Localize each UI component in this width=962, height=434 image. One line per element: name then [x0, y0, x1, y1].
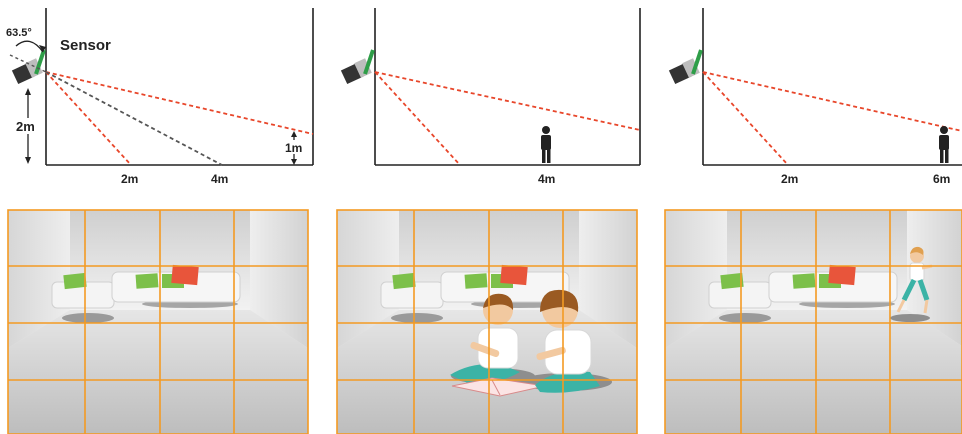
child-walking-icon [896, 246, 933, 314]
small-height-label: 1m [285, 141, 302, 155]
beam-near [374, 71, 461, 166]
sensor-icon [11, 49, 46, 85]
coverage-diagram-3: 2m 6m [668, 8, 962, 186]
angle-arc [15, 40, 44, 53]
left-wall [337, 210, 399, 348]
beam-reference [45, 71, 223, 166]
sofa-icon [51, 264, 241, 309]
beam-far [374, 71, 641, 131]
x-tick-label: 4m [538, 172, 555, 186]
room-panel-3 [664, 209, 962, 434]
angle-reference [9, 54, 47, 73]
sensor-label: Sensor [60, 37, 111, 54]
beam-near [45, 71, 132, 166]
detection-grid [664, 209, 962, 434]
floor [8, 310, 308, 434]
right-wall [250, 210, 308, 348]
detection-grid [336, 209, 638, 434]
x-tick-label: 6m [933, 172, 950, 186]
right-wall [579, 210, 637, 348]
floor [665, 310, 962, 434]
person-silhouette-icon [939, 126, 949, 163]
x-tick-label: 4m [211, 172, 228, 186]
height-label: 2m [16, 119, 35, 134]
left-wall [665, 210, 727, 348]
x-tick-label: 2m [781, 172, 798, 186]
detection-grid [7, 209, 309, 434]
beam-far [45, 71, 314, 135]
sofa-icon [380, 264, 570, 309]
sensor-icon [340, 49, 375, 85]
angle-label: 63.5° [6, 27, 32, 39]
sofa-icon [708, 264, 898, 309]
child-sitting-left-icon [450, 293, 520, 384]
left-wall [8, 210, 70, 348]
beam-near [702, 71, 789, 166]
room-panel-2 [336, 209, 638, 434]
child-sitting-right-icon [535, 289, 600, 393]
x-tick-label: 2m [121, 172, 138, 186]
coverage-diagram-2: 4m [340, 8, 641, 186]
room-panel-1 [7, 209, 309, 434]
person-silhouette-icon [541, 126, 551, 163]
coverage-diagram-1: 63.5° Sensor 2m 1m 2m 4m [6, 8, 314, 186]
right-wall [907, 210, 962, 346]
sensor-icon [668, 49, 703, 85]
beam-far [702, 71, 962, 132]
